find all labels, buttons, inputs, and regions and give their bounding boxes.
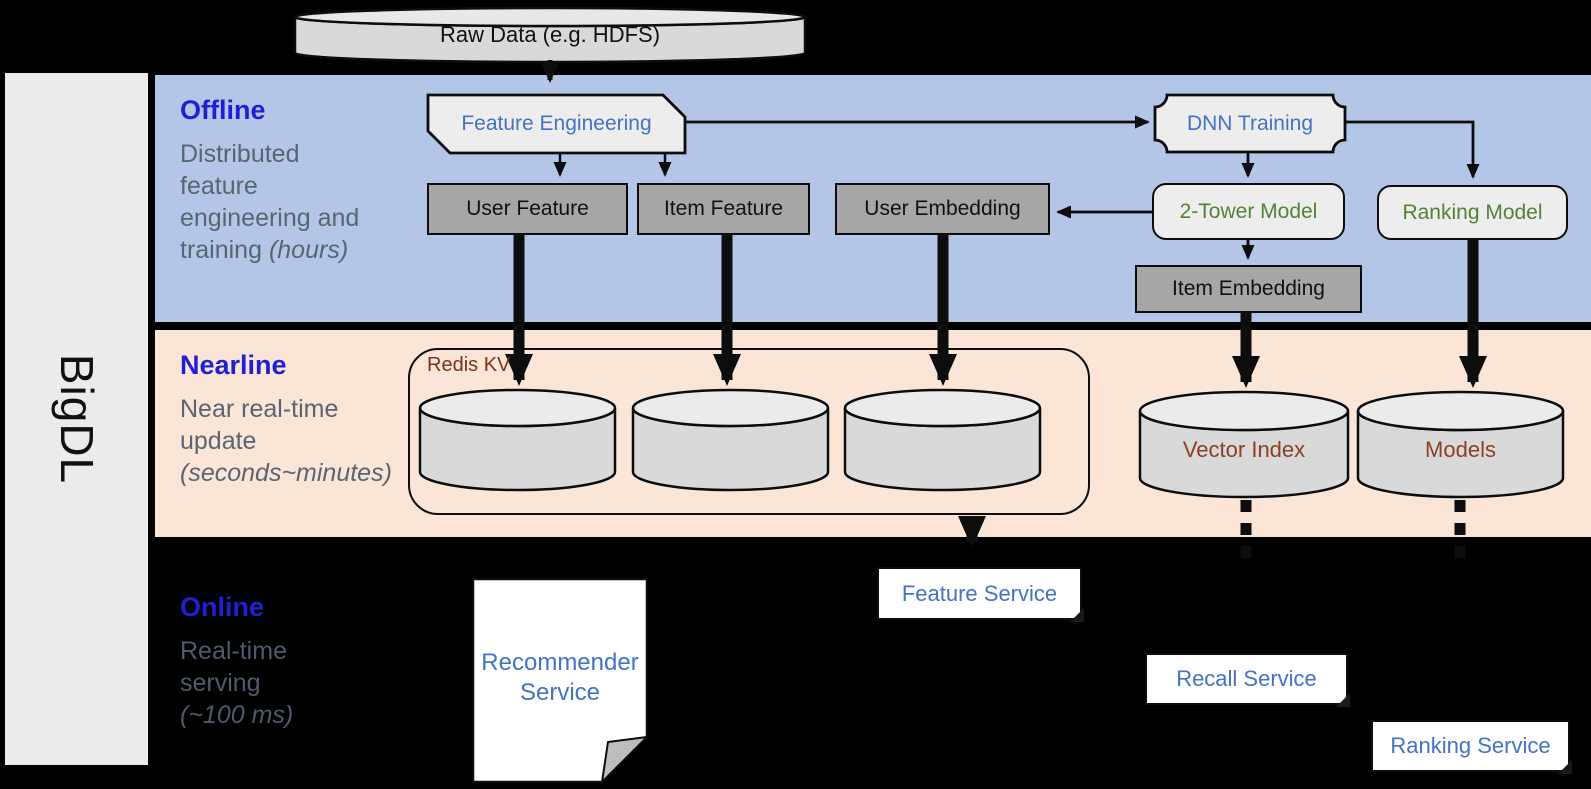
recall-service-label: Recall Service bbox=[1176, 666, 1317, 691]
user-feature-box: User Feature bbox=[427, 183, 628, 235]
two-tower-model-box: 2-Tower Model bbox=[1152, 183, 1345, 240]
offline-desc-italic: (hours) bbox=[268, 236, 349, 264]
online-heading: Online Real-time serving (~100 ms) bbox=[180, 592, 310, 731]
redis-kv-label: Redis KV bbox=[427, 354, 511, 376]
online-desc-italic: (~100 ms) bbox=[180, 701, 294, 729]
nearline-heading: Nearline Near real-time update (seconds~… bbox=[180, 350, 395, 489]
offline-heading: Offline Distributed feature engineering … bbox=[180, 95, 380, 266]
online-desc-text: Real-time serving bbox=[180, 637, 287, 697]
online-title: Online bbox=[180, 592, 265, 622]
recommender-service-label: Recommender Service bbox=[481, 649, 639, 706]
ranking-service-box: Ranking Service bbox=[1371, 720, 1572, 774]
recommender-service-document bbox=[471, 577, 650, 785]
ranking-service-fold-icon bbox=[1558, 760, 1572, 774]
ranking-model-box: Ranking Model bbox=[1377, 185, 1568, 240]
models-cylinder bbox=[1356, 390, 1565, 499]
bigdl-label: BigDL bbox=[50, 353, 103, 485]
feature-engineering-shape bbox=[426, 93, 687, 155]
item-embedding-box: Item Embedding bbox=[1135, 265, 1362, 313]
feature-service-box: Feature Service bbox=[877, 567, 1084, 622]
redis-cylinder-2 bbox=[631, 388, 830, 492]
recall-service-fold-icon bbox=[1336, 693, 1350, 707]
nearline-desc-italic: (seconds~minutes) bbox=[180, 459, 392, 487]
raw-data-cylinder bbox=[293, 6, 807, 64]
arrow-dnn-to-ranking-model bbox=[1345, 120, 1480, 179]
nearline-title: Nearline bbox=[180, 350, 287, 380]
redis-cylinder-3 bbox=[843, 388, 1042, 492]
raw-data-cylinder-top bbox=[293, 6, 807, 28]
nearline-desc: Near real-time update (seconds~minutes) bbox=[180, 393, 395, 489]
vector-index-label: Vector Index bbox=[1182, 437, 1306, 462]
offline-desc-text: Distributed feature engineering and trai… bbox=[180, 140, 360, 264]
nearline-desc-text: Near real-time update bbox=[180, 395, 339, 455]
offline-title: Offline bbox=[180, 95, 266, 125]
dnn-training-shape bbox=[1153, 93, 1347, 154]
vector-index-cylinder bbox=[1138, 390, 1350, 499]
redis-kv-container bbox=[408, 348, 1090, 515]
item-feature-box: Item Feature bbox=[637, 183, 810, 235]
models-label: Models bbox=[1425, 437, 1496, 462]
offline-desc: Distributed feature engineering and trai… bbox=[180, 138, 380, 266]
online-band bbox=[155, 537, 1591, 789]
feature-service-label: Feature Service bbox=[901, 580, 1058, 606]
online-desc: Real-time serving (~100 ms) bbox=[180, 635, 310, 731]
dnn-training-label: DNN Training bbox=[1186, 111, 1314, 135]
redis-cylinder-1 bbox=[418, 388, 617, 492]
document-folded-corner bbox=[600, 735, 650, 785]
bigdl-sidebar: BigDL bbox=[5, 73, 148, 765]
user-embedding-box: User Embedding bbox=[835, 183, 1050, 235]
feature-engineering-label: Feature Engineering bbox=[461, 112, 652, 135]
recall-service-box: Recall Service bbox=[1145, 653, 1350, 707]
raw-data-label: Raw Data (e.g. HDFS) bbox=[439, 22, 661, 47]
ranking-service-label: Ranking Service bbox=[1390, 733, 1551, 758]
feature-service-fold-icon bbox=[1070, 608, 1084, 622]
